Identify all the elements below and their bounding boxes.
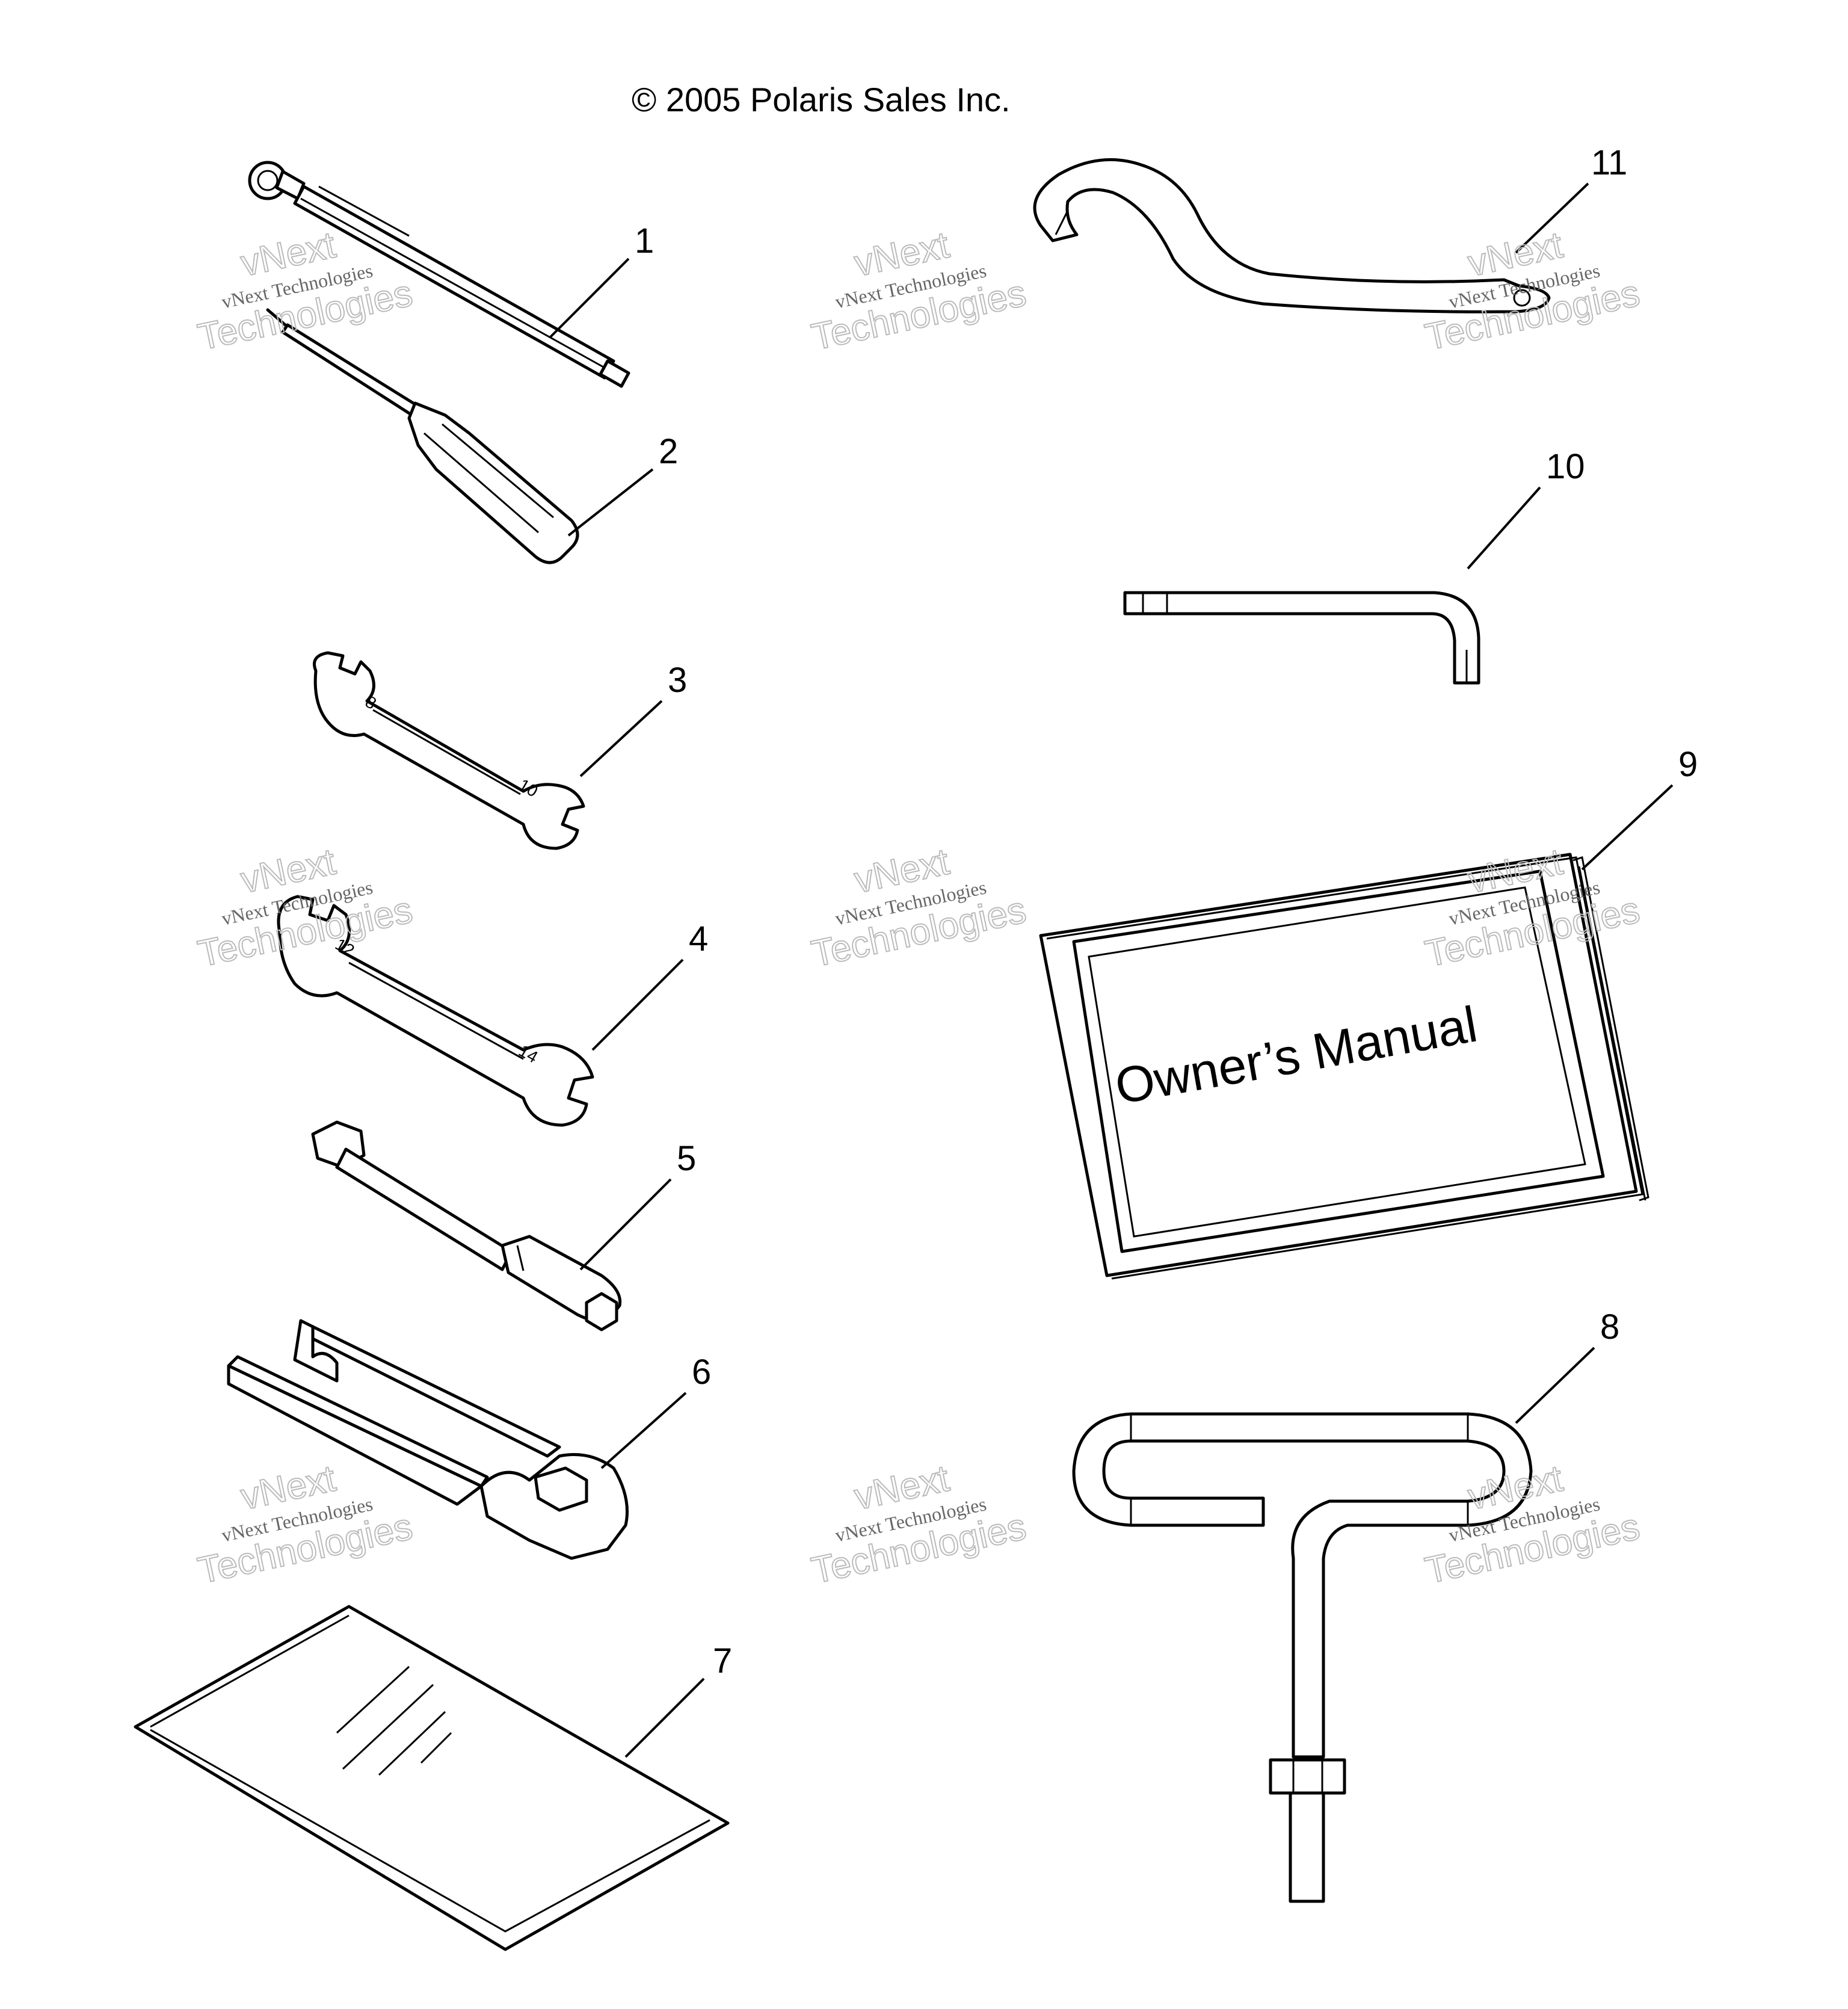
leader-line-2 bbox=[567, 468, 654, 537]
watermark-middle-center: vNext vNext Technologies Technologies bbox=[807, 841, 1030, 976]
screwdriver bbox=[266, 308, 579, 564]
leader-line-9 bbox=[1581, 784, 1674, 871]
callout-3: 3 bbox=[668, 661, 687, 700]
tire-pressure-gauge bbox=[248, 161, 630, 388]
callout-7: 7 bbox=[713, 1641, 732, 1680]
watermark-bottom-left: vNext vNext Technologies Technologies bbox=[194, 1457, 416, 1593]
watermark-bottom-center: vNext vNext Technologies Technologies bbox=[807, 1457, 1030, 1593]
t-handle-tool bbox=[1072, 1412, 1533, 1903]
callout-8: 8 bbox=[1600, 1307, 1619, 1347]
callout-10: 10 bbox=[1546, 447, 1585, 486]
leader-line-6 bbox=[600, 1392, 687, 1469]
leader-line-1 bbox=[549, 258, 630, 338]
tool-storage-pouch bbox=[134, 1605, 730, 1951]
leader-line-3 bbox=[579, 700, 663, 777]
leader-line-4 bbox=[591, 958, 684, 1051]
callout-9: 9 bbox=[1678, 745, 1698, 784]
callout-1: 1 bbox=[635, 221, 654, 261]
spanner-tool bbox=[227, 1319, 629, 1560]
callout-5: 5 bbox=[677, 1139, 696, 1178]
l-hex-allen-wrench bbox=[1123, 591, 1480, 685]
owners-manual-book: Owner’s Manual bbox=[1039, 853, 1649, 1280]
leader-line-5 bbox=[579, 1178, 672, 1271]
callout-11: 11 bbox=[1591, 143, 1627, 182]
watermark-top-center: vNext vNext Technologies Technologies bbox=[807, 224, 1030, 359]
spark-plug-socket-wrench bbox=[311, 1120, 622, 1332]
callout-4: 4 bbox=[689, 919, 708, 958]
wrench-8x10: 8 10 bbox=[313, 651, 585, 850]
hook-spanner-wrench bbox=[1033, 158, 1551, 313]
leader-line-7 bbox=[624, 1677, 705, 1758]
leader-line-8 bbox=[1515, 1347, 1595, 1424]
callout-2: 2 bbox=[659, 432, 678, 471]
leader-line-10 bbox=[1467, 486, 1541, 570]
watermark-middle-left: vNext vNext Technologies Technologies bbox=[194, 841, 416, 976]
copyright-notice: © 2005 Polaris Sales Inc. bbox=[632, 81, 1011, 119]
callout-6: 6 bbox=[692, 1353, 711, 1392]
leader-line-11 bbox=[1515, 182, 1589, 254]
